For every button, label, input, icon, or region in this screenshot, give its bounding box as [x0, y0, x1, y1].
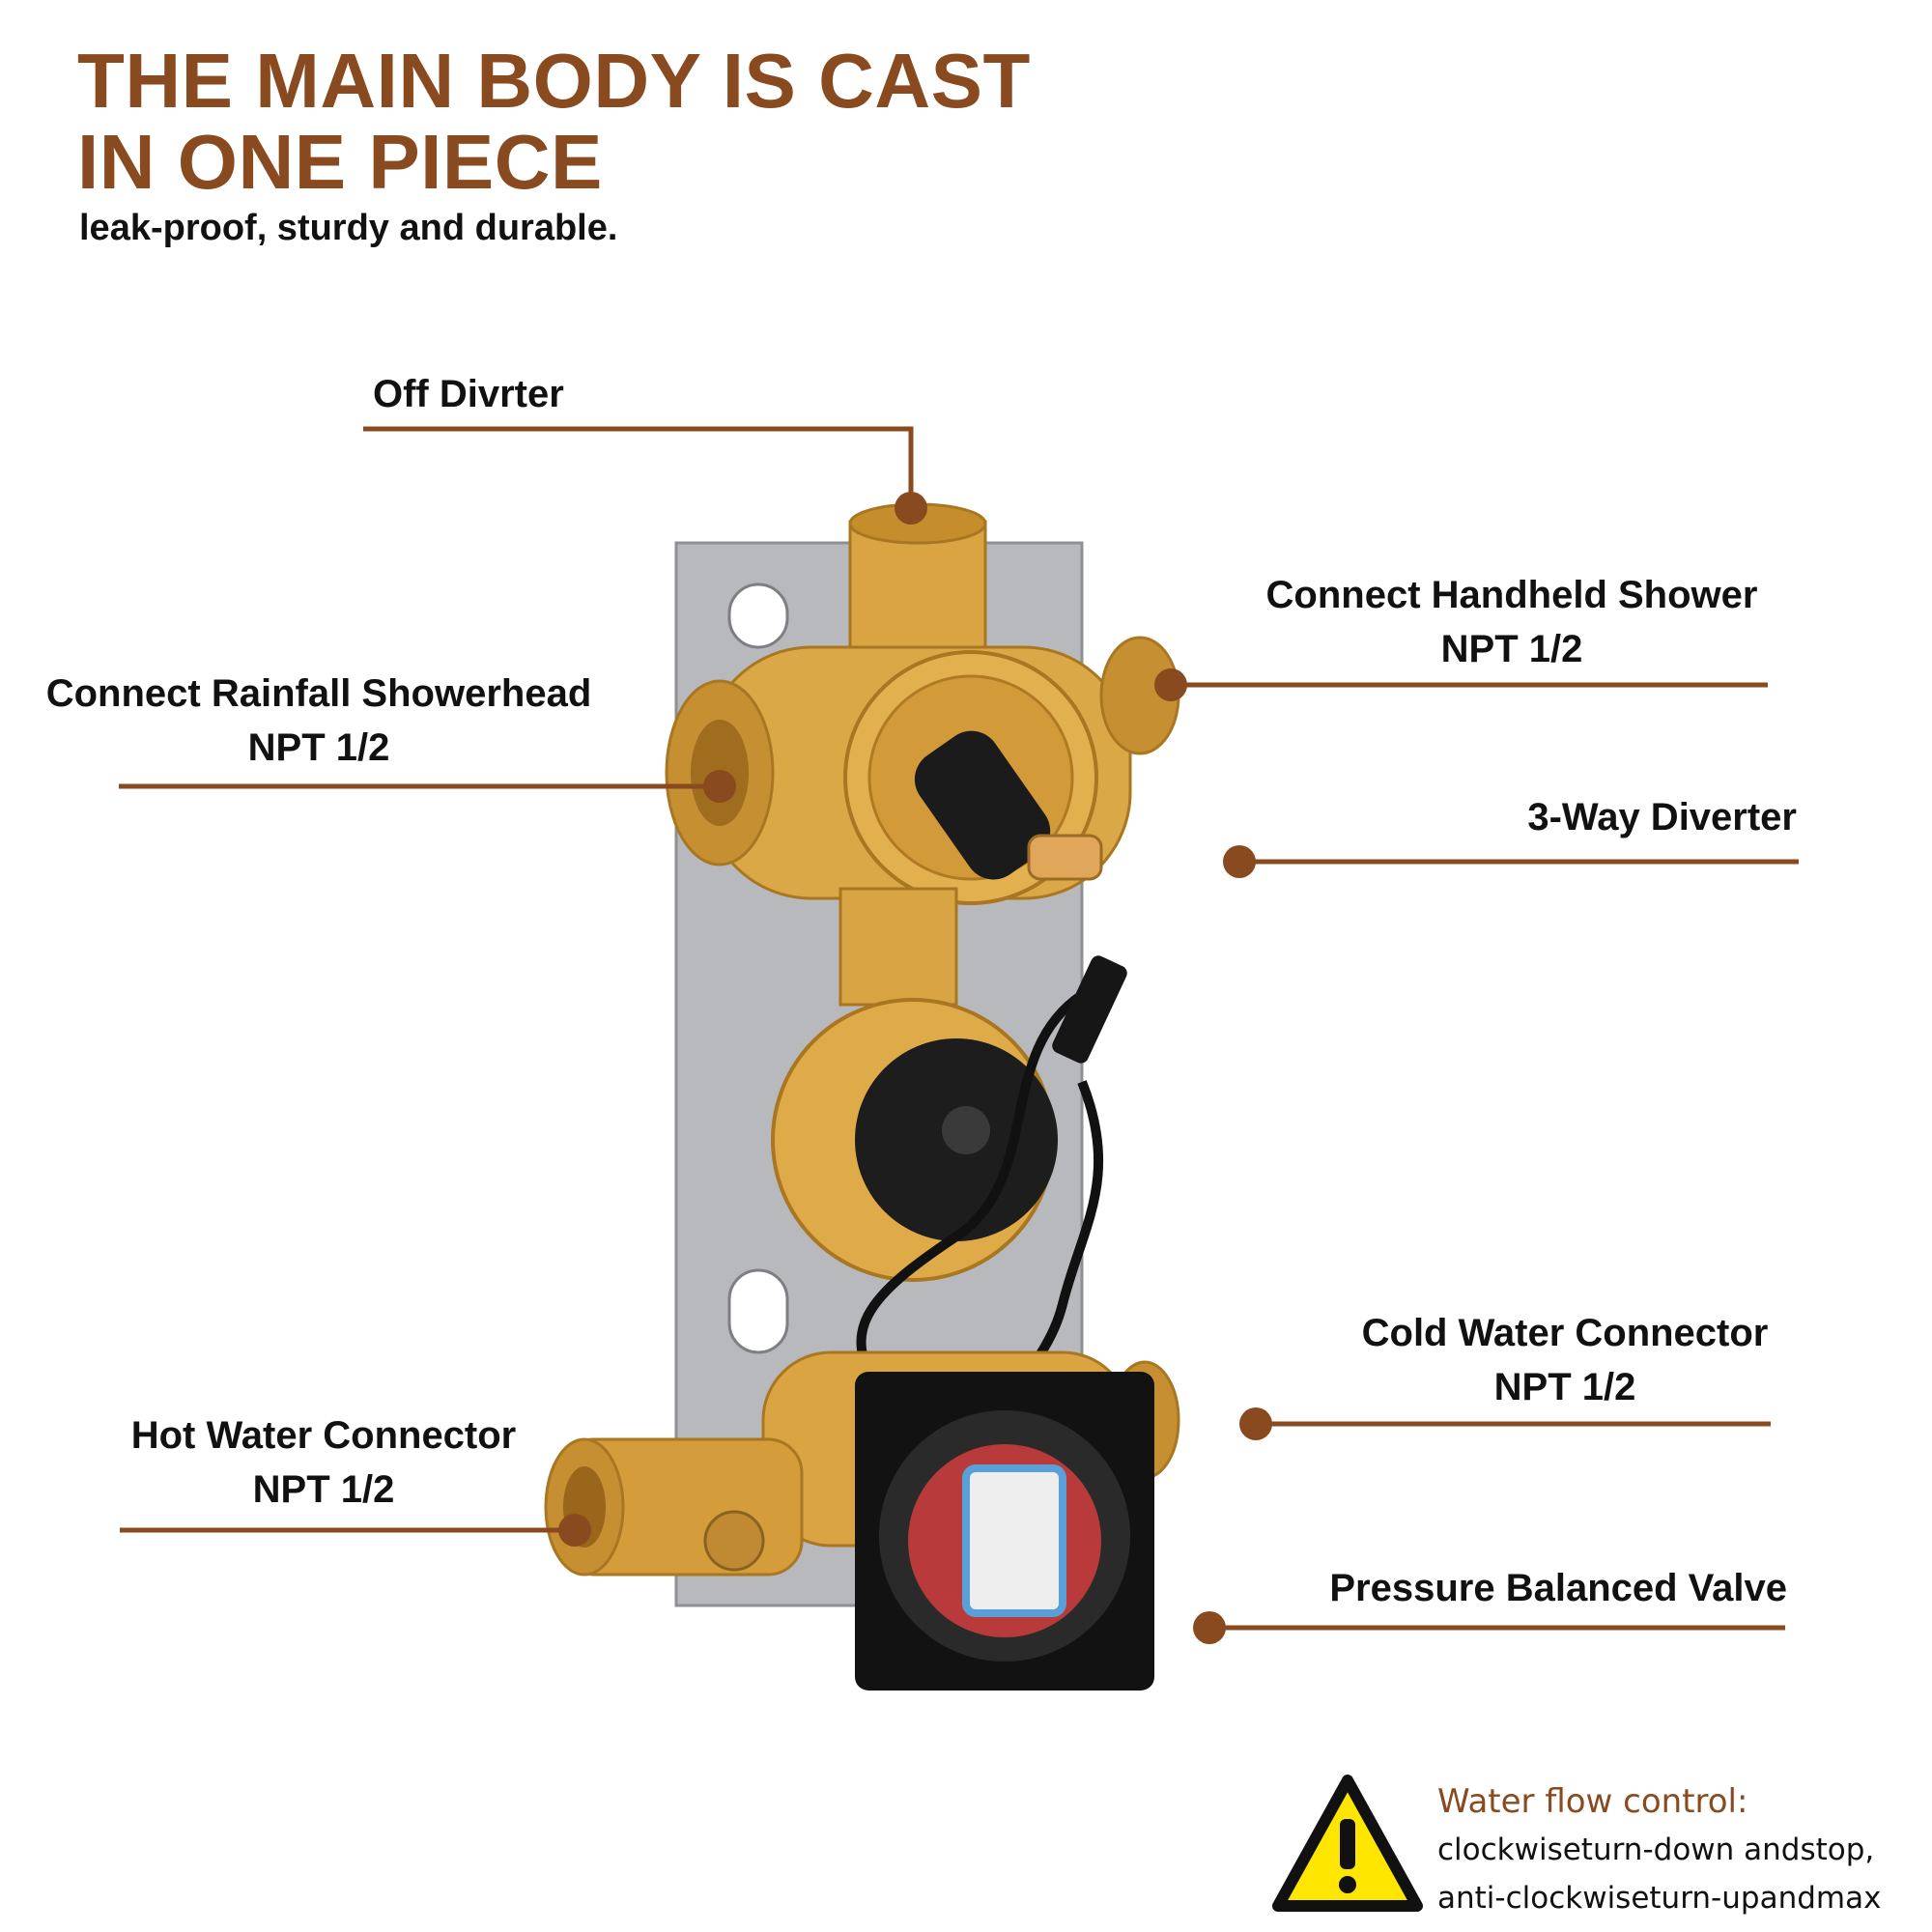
middle-riser — [838, 887, 958, 1007]
title-line-2: IN ONE PIECE — [77, 119, 603, 205]
dot-rainfall — [703, 770, 736, 803]
label-rainfall-showerhead: Connect Rainfall Showerhead NPT 1/2 — [19, 667, 618, 775]
dot-hot — [558, 1514, 591, 1547]
dot-off-diverter — [895, 492, 927, 525]
plate-slot-bottom — [727, 1268, 789, 1354]
middle-dial-center — [942, 1106, 990, 1154]
label-off-diverter: Off Divrter — [373, 373, 564, 415]
dot-pressure — [1193, 1611, 1226, 1644]
water-flow-note: Water flow control: clockwiseturn-down a… — [1437, 1777, 1881, 1922]
wire-connector — [1052, 955, 1127, 1064]
water-flow-line-1: clockwiseturn-down andstop, — [1437, 1833, 1875, 1867]
title-line-1: THE MAIN BODY IS CAST — [77, 38, 1031, 124]
label-hot-line-2: NPT 1/2 — [252, 1468, 395, 1511]
diverter-cartridge — [914, 730, 1051, 880]
label-cold-line-2: NPT 1/2 — [1493, 1366, 1636, 1408]
label-hot-line-1: Hot Water Connector — [130, 1414, 517, 1457]
label-handheld-shower: Connect Handheld Shower NPT 1/2 — [1241, 568, 1782, 676]
dot-handheld — [1154, 668, 1187, 701]
dot-three-way — [1223, 845, 1256, 878]
label-cold-line-1: Cold Water Connector — [1361, 1312, 1769, 1354]
leader-off-diverter — [363, 426, 914, 508]
label-rainfall-line-2: NPT 1/2 — [247, 726, 390, 769]
label-hot-water: Hot Water Connector NPT 1/2 — [97, 1408, 551, 1517]
label-three-way-diverter: 3-Way Diverter — [1527, 796, 1797, 838]
label-cold-water: Cold Water Connector NPT 1/2 — [1323, 1306, 1806, 1414]
subtitle: leak-proof, sturdy and durable. — [79, 208, 618, 248]
water-flow-title: Water flow control: — [1437, 1782, 1748, 1821]
dot-cold — [1239, 1407, 1272, 1440]
pressure-valve-insert — [962, 1464, 1066, 1617]
valve-body-illustration — [544, 502, 1180, 1690]
plate-slot-top — [727, 582, 789, 649]
label-handheld-line-2: NPT 1/2 — [1440, 628, 1583, 670]
diverter-stem — [1027, 834, 1103, 881]
label-rainfall-line-1: Connect Rainfall Showerhead — [45, 672, 592, 715]
stop-screw — [703, 1510, 765, 1572]
water-flow-line-2: anti-clockwiseturn-upandmax — [1437, 1881, 1882, 1916]
label-handheld-line-1: Connect Handheld Shower — [1265, 574, 1758, 616]
warning-triangle-icon — [1272, 1775, 1423, 1912]
label-pressure-valve: Pressure Balanced Valve — [1329, 1567, 1787, 1609]
page-title: THE MAIN BODY IS CAST IN ONE PIECE — [77, 41, 1031, 203]
